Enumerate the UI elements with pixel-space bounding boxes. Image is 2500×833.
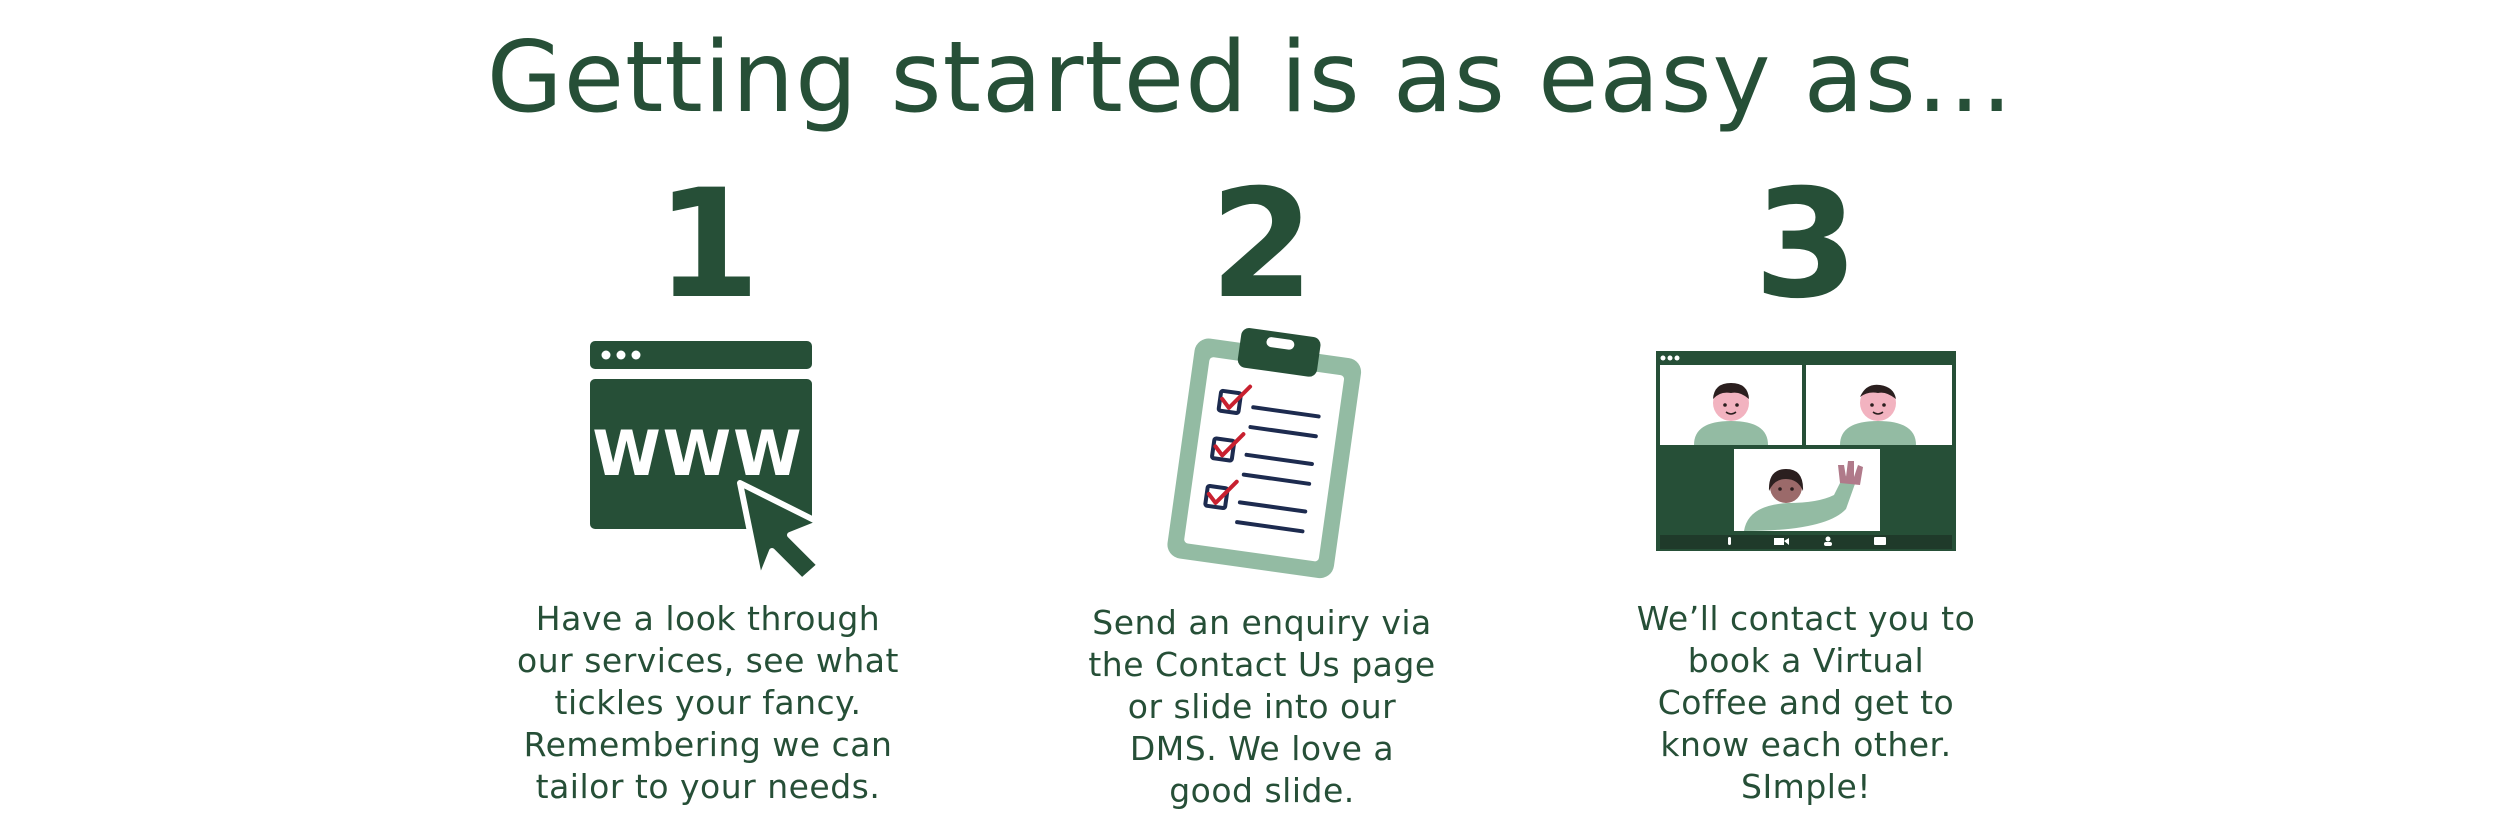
step-1: 1 WWW Have a look through our services, …: [498, 0, 918, 833]
step-2: 2: [1052, 0, 1472, 833]
page-title: Getting started is as easy as...: [486, 21, 2014, 135]
step-description: We’ll contact you to book a Virtual Coff…: [1636, 599, 1976, 806]
step-description: Send an enquiry via the Contact Us page …: [1088, 603, 1436, 810]
video-call-icon: [1656, 325, 1956, 585]
step-description: Have a look through our services, see wh…: [517, 599, 899, 806]
step-3: 3: [1596, 0, 2016, 833]
www-label: WWW: [592, 417, 803, 490]
step-number: 3: [1753, 158, 1859, 332]
step-number: 2: [1209, 158, 1315, 332]
step-number: 1: [655, 158, 761, 332]
clipboard-checklist-icon: [1112, 325, 1412, 585]
browser-www-cursor-icon: WWW: [558, 325, 858, 585]
